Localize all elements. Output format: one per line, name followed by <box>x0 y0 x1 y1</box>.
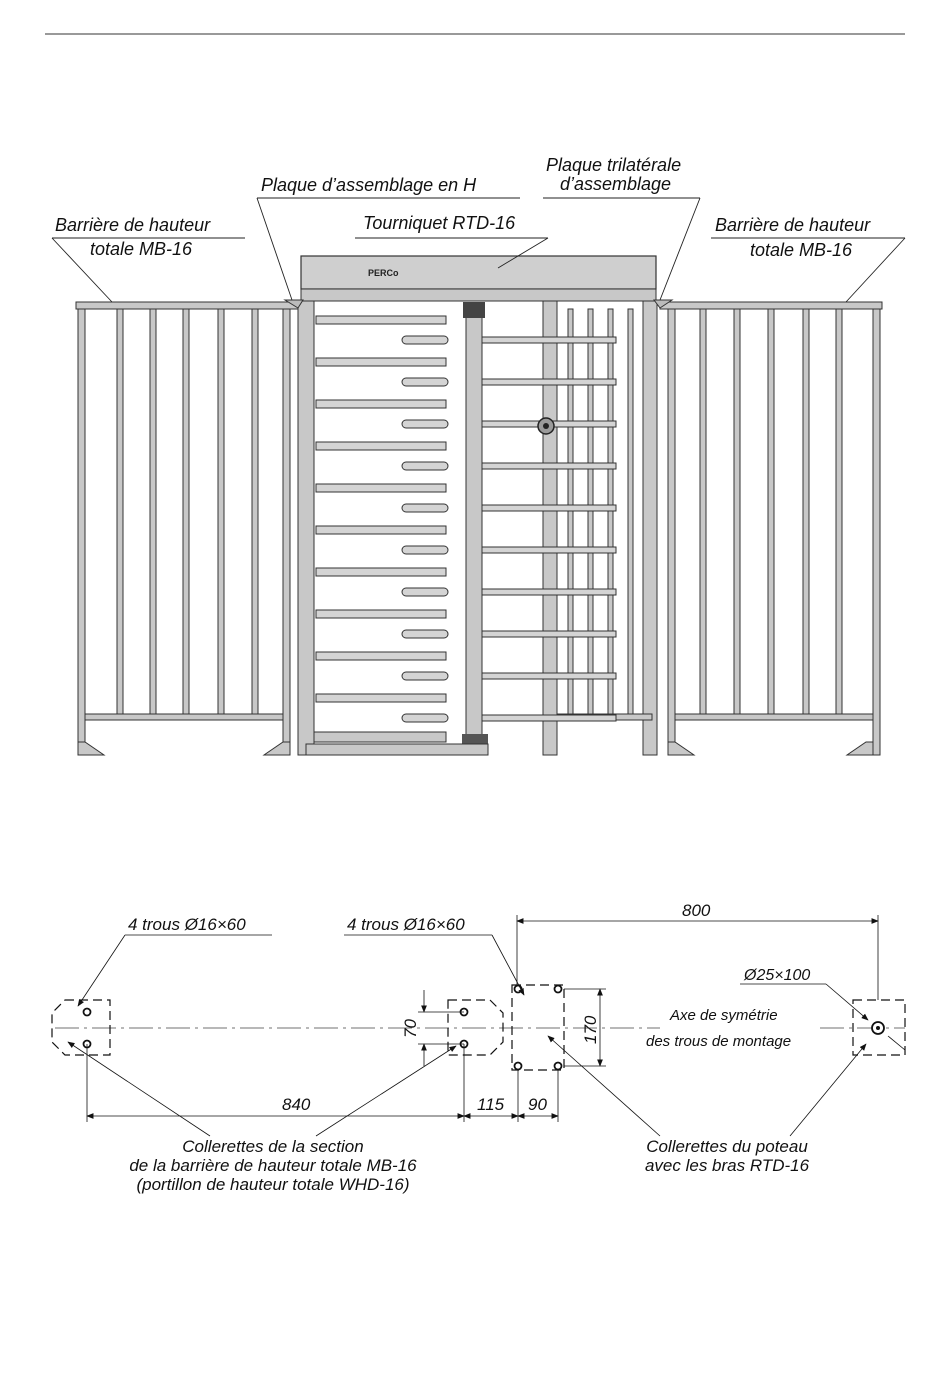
rotor-arm-front <box>401 461 449 471</box>
label-axis-2: des trous de montage <box>646 1033 791 1050</box>
rotor-arm-left <box>315 441 447 451</box>
barrier-bar <box>217 308 225 715</box>
rotor-column <box>465 303 483 745</box>
rotor-arm-right <box>481 672 617 680</box>
label-hole-right: Ø25×100 <box>743 967 810 984</box>
brand-logo: PERCo <box>368 268 399 278</box>
rotor-arm-front <box>401 629 449 639</box>
barrier-bar <box>835 308 843 715</box>
rotor-arm-left <box>315 693 447 703</box>
label-left-barrier-1: Barrière de hauteur <box>55 215 211 235</box>
rotor-arm-left <box>315 399 447 409</box>
barrier-bar <box>251 308 259 715</box>
left-barrier <box>75 301 299 756</box>
left-collar-footprint <box>51 999 111 1056</box>
left-post <box>297 300 315 756</box>
right-post <box>642 300 658 756</box>
label-right-barrier-1: Barrière de hauteur <box>715 215 871 235</box>
rotor-arm-left <box>315 483 447 493</box>
rotor-head <box>463 302 485 318</box>
rotor-arm-front <box>401 503 449 513</box>
label-h-plate: Plaque d’assemblage en H <box>261 175 477 195</box>
rotor-arm-left <box>315 609 447 619</box>
barrier-bar <box>802 308 810 715</box>
barrier-bar <box>733 308 741 715</box>
label-collar-post-2: avec les bras RTD-16 <box>645 1156 810 1175</box>
barrier-end-post <box>667 308 676 756</box>
label-tri-plate-1: Plaque trilatérale <box>546 155 681 175</box>
turnstile-cover <box>300 255 657 290</box>
rotor-arm-left <box>315 357 447 367</box>
hole <box>513 1061 523 1071</box>
rotor-arm-right <box>481 504 617 512</box>
label-collar-post-1: Collerettes du poteau <box>646 1137 808 1156</box>
label-holes-left: 4 trous Ø16×60 <box>128 915 246 934</box>
rotor-arm-front <box>401 587 449 597</box>
dim-840: 840 <box>282 1095 311 1114</box>
rotor-floor-plate <box>305 743 489 756</box>
rotor-arm-front <box>401 713 449 723</box>
tri-plate-right <box>653 299 674 309</box>
label-collar-section-2: de la barrière de hauteur totale MB-16 <box>129 1156 417 1175</box>
hole <box>553 1061 563 1071</box>
barrier-bar <box>767 308 775 715</box>
label-collar-section-1: Collerettes de la section <box>182 1137 363 1156</box>
rotor-arm-right <box>481 546 617 554</box>
barrier-bar <box>699 308 707 715</box>
rotor-arm-left <box>315 651 447 661</box>
rotor-arm-left <box>315 525 447 535</box>
center-post <box>542 300 558 756</box>
label-right-barrier-2: totale MB-16 <box>750 240 853 260</box>
rotor-arm-front <box>401 335 449 345</box>
dim-800: 800 <box>682 901 711 920</box>
label-turnstile: Tourniquet RTD-16 <box>363 213 516 233</box>
rotor-arm-front <box>401 419 449 429</box>
label-axis-1: Axe de symétrie <box>669 1007 778 1024</box>
label-left-barrier-2: totale MB-16 <box>90 239 193 259</box>
post-footprint <box>511 984 565 1071</box>
rotor-arm-front <box>401 377 449 387</box>
gate-bar <box>627 308 634 715</box>
rotor-arm-right <box>481 714 617 722</box>
rotor-arm-front <box>401 671 449 681</box>
right-post-footprint <box>852 999 906 1056</box>
dim-115: 115 <box>477 1095 505 1114</box>
center-left-collar-footprint <box>447 999 504 1056</box>
hole <box>553 984 563 994</box>
rotor-arm-right <box>481 378 617 386</box>
h-plate-left <box>283 299 304 309</box>
rotor-foot <box>313 731 447 743</box>
rotor-arm-right <box>481 462 617 470</box>
dim-90: 90 <box>528 1095 547 1114</box>
label-tri-plate-2: d’assemblage <box>560 174 671 194</box>
rotor-arm-left <box>315 567 447 577</box>
barrier-bar <box>149 308 157 715</box>
elevation-view: PERCo <box>51 155 906 756</box>
rotor-arm-left <box>315 315 447 325</box>
rotor-arm-right <box>481 630 617 638</box>
label-holes-center: 4 trous Ø16×60 <box>347 915 465 934</box>
hole <box>82 1007 92 1017</box>
turnstile-cover-base <box>300 288 657 302</box>
rotor-arms <box>315 315 617 723</box>
barrier-end-post <box>282 308 291 756</box>
rotor-arm-front <box>401 545 449 555</box>
barrier-bar <box>182 308 190 715</box>
barrier-bar <box>116 308 124 715</box>
dim-70: 70 <box>401 1019 420 1038</box>
rotor-arm-right <box>481 588 617 596</box>
plan-view: 800 170 70 840 115 90 4 trous Ø16×60 4 t… <box>51 901 906 1194</box>
rotor-arm-right <box>481 336 617 344</box>
label-collar-section-3: (portillon de hauteur totale WHD-16) <box>136 1175 409 1194</box>
rotor-base <box>462 734 488 744</box>
dim-170: 170 <box>581 1015 600 1044</box>
right-barrier <box>659 301 883 756</box>
